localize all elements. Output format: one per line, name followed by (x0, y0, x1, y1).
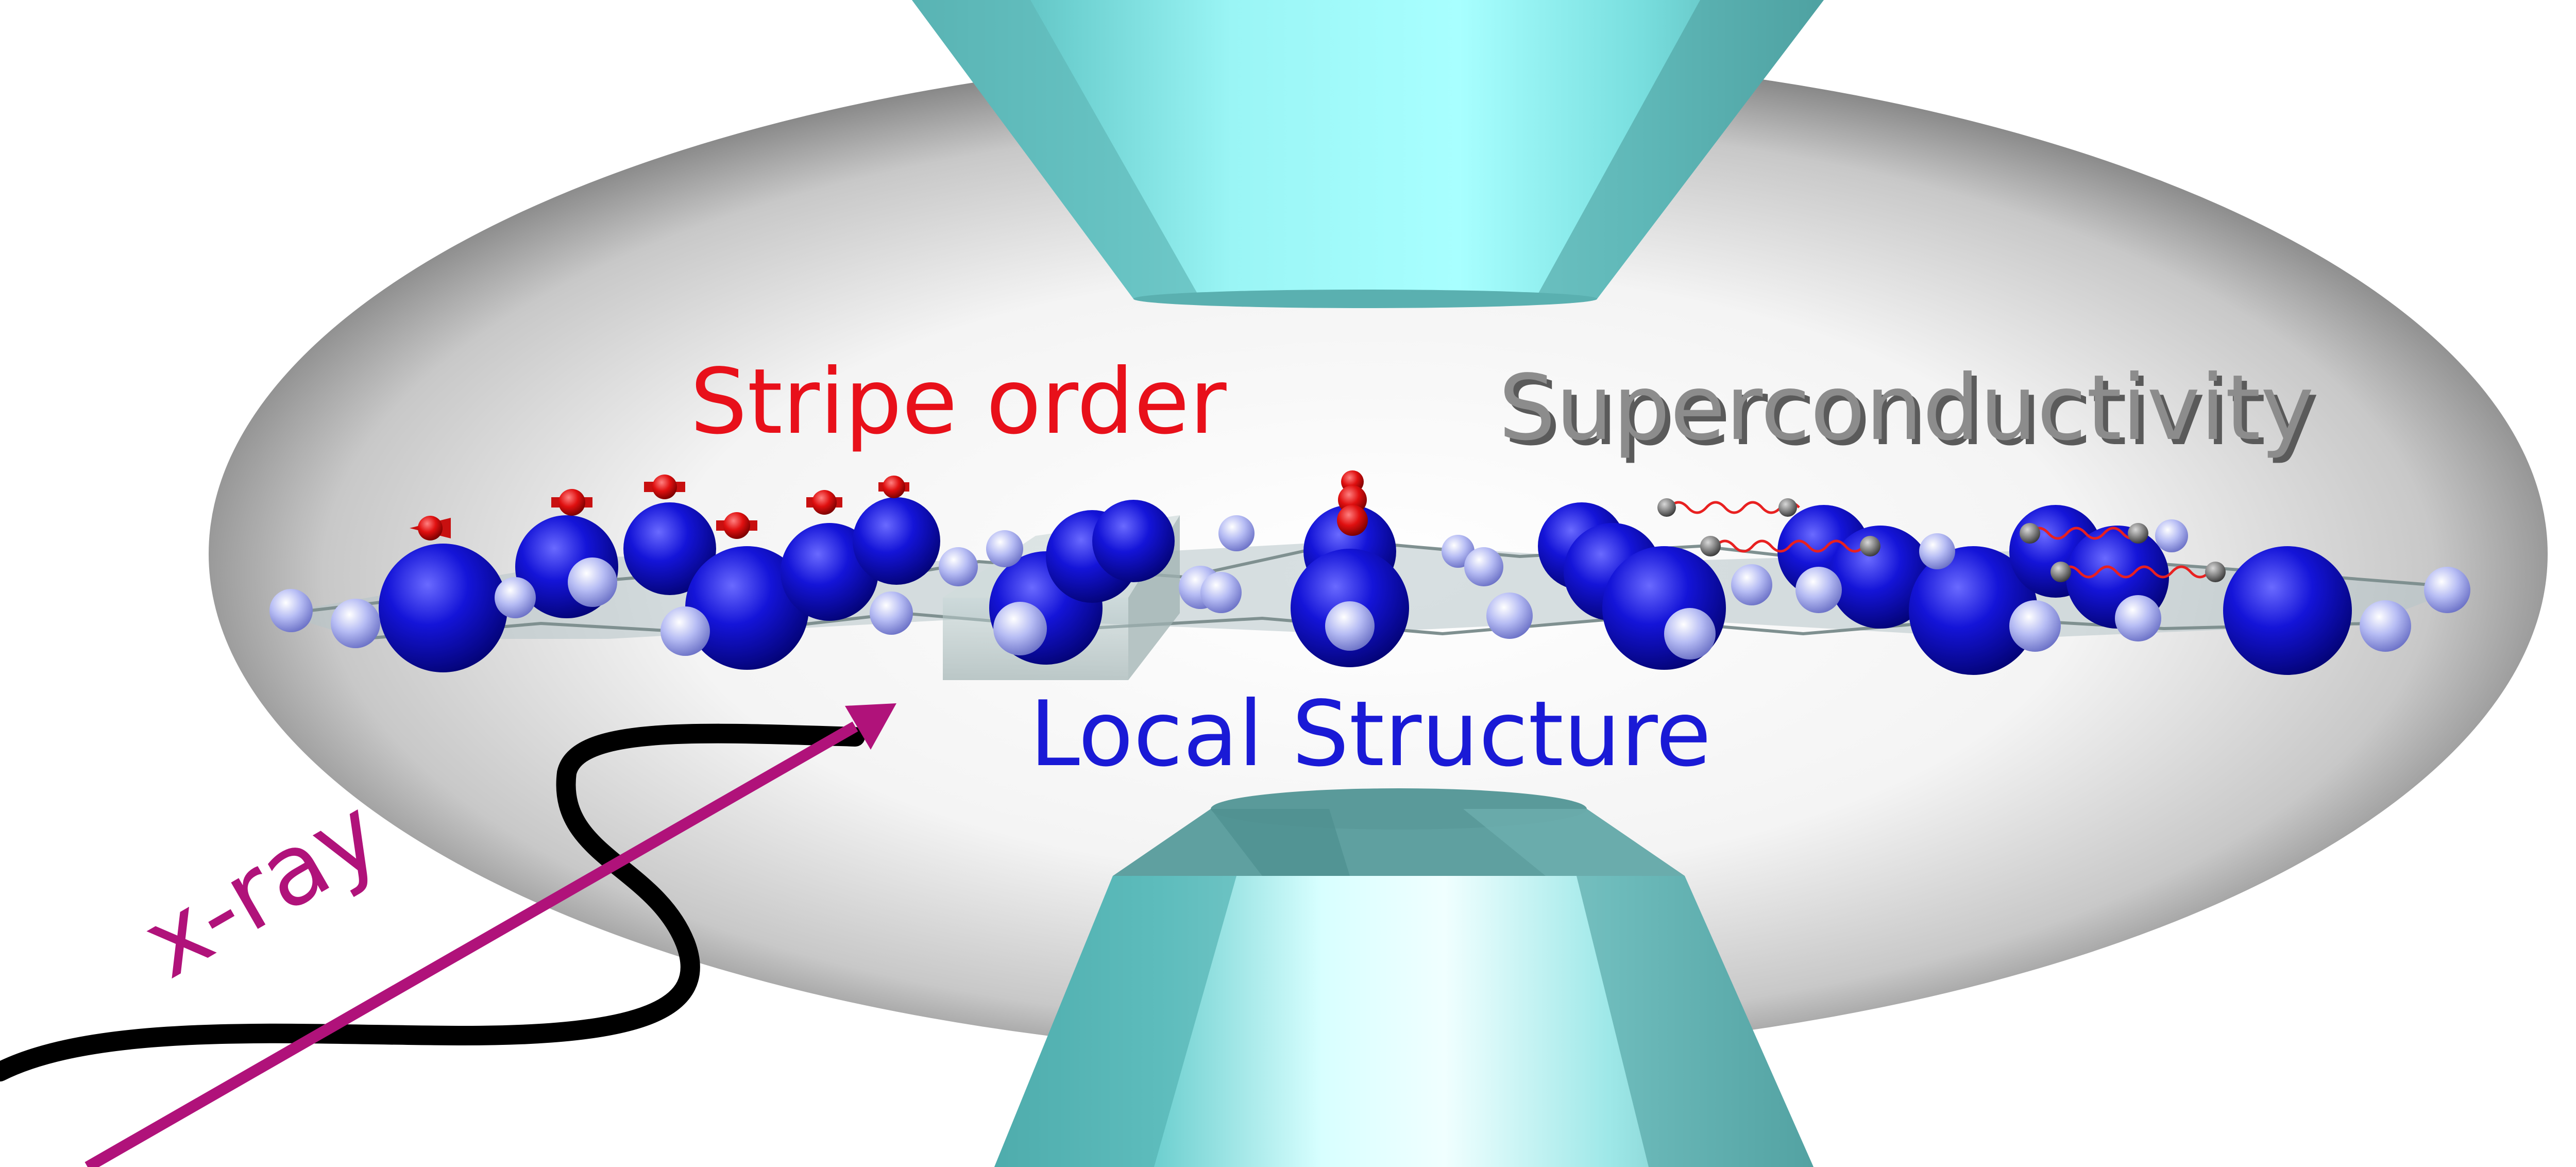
diamond-anvil-top (912, 0, 1824, 308)
stripe-order-label: Stripe order (690, 350, 1226, 454)
crystal-lattice (269, 497, 2470, 680)
diamond-anvil-bottom (994, 788, 1814, 1167)
superconductivity-label: Superconductivity (1499, 356, 2314, 461)
x-ray-wave (0, 723, 865, 1081)
local-structure-label: Local Structure (1029, 682, 1711, 787)
x-ray-label: x-ray (124, 776, 399, 1000)
superconductivity-label-shadow: Superconductivity (1504, 361, 2319, 466)
spin-arrow (410, 470, 1368, 540)
x-ray-beam (84, 703, 896, 1167)
cooper-pair-particles (1657, 498, 2226, 582)
